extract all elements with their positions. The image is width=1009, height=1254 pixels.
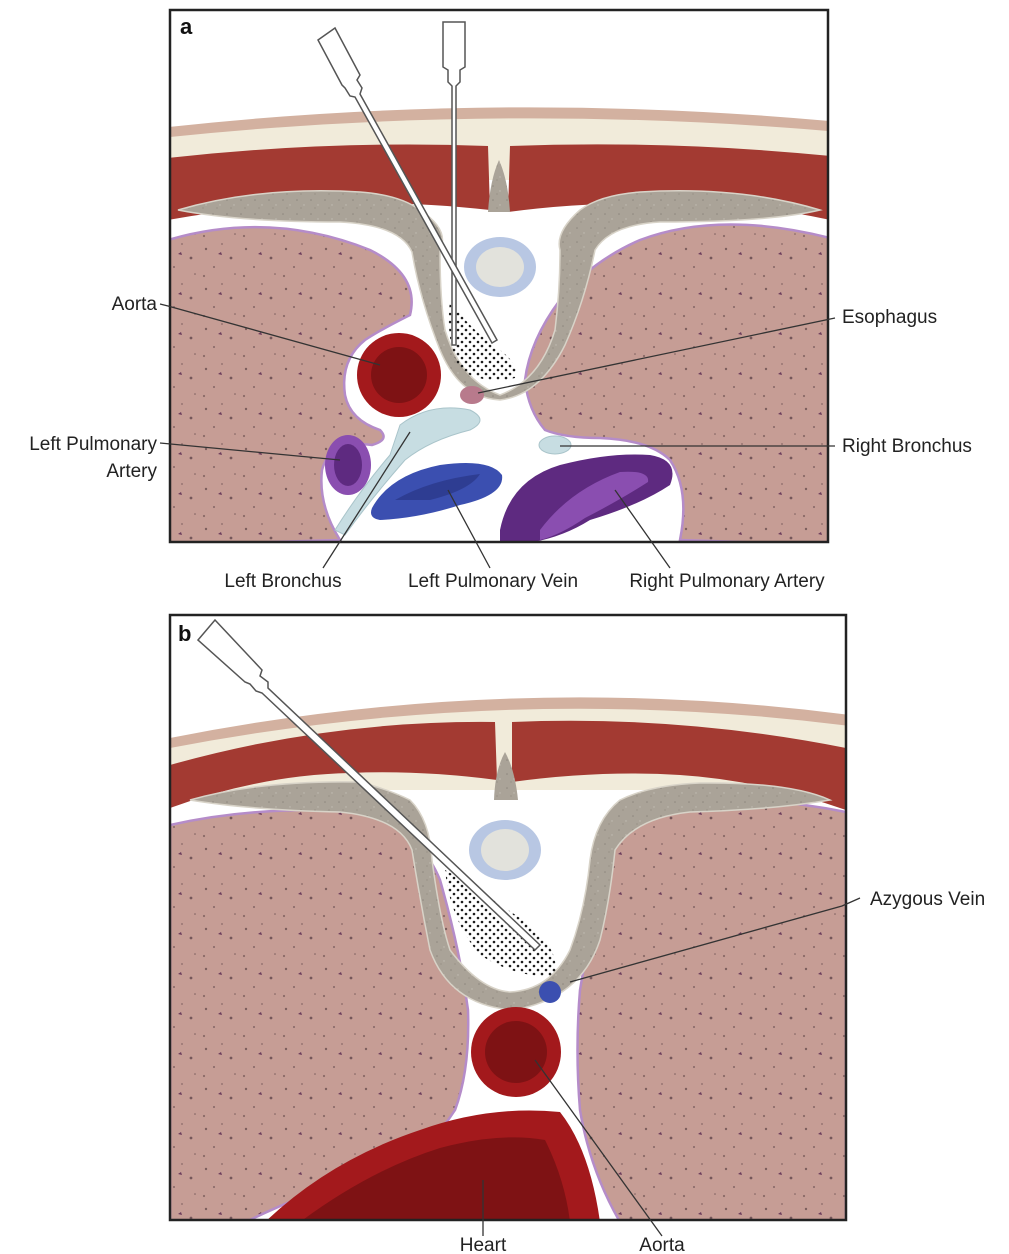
panel-a: a Aorta Esophagus Left Pulmonary Artery … bbox=[29, 10, 972, 592]
panel-a-letter: a bbox=[180, 14, 193, 39]
aorta-b-inner bbox=[485, 1021, 547, 1083]
right-bronchus bbox=[539, 436, 571, 454]
label-left-bronchus: Left Bronchus bbox=[224, 571, 341, 592]
label-heart: Heart bbox=[460, 1235, 507, 1254]
panel-b-letter: b bbox=[178, 621, 191, 646]
label-esophagus: Esophagus bbox=[842, 307, 937, 328]
azygous-vein bbox=[539, 981, 561, 1003]
panel-b: b Azygous Vein Heart Aorta bbox=[160, 615, 985, 1254]
esophagus bbox=[460, 386, 484, 404]
label-left-pulmonary-artery-2: Artery bbox=[106, 461, 157, 482]
label-aorta-b: Aorta bbox=[639, 1235, 685, 1254]
label-azygous-vein: Azygous Vein bbox=[870, 889, 985, 910]
label-right-bronchus: Right Bronchus bbox=[842, 436, 972, 457]
label-left-pulmonary-artery-1: Left Pulmonary bbox=[29, 434, 157, 455]
spinal-canal bbox=[476, 247, 524, 287]
label-aorta-a: Aorta bbox=[112, 294, 158, 315]
left-pulmonary-artery-inner bbox=[334, 444, 362, 486]
label-left-pulmonary-vein: Left Pulmonary Vein bbox=[408, 571, 578, 592]
right-lung-b bbox=[578, 799, 847, 1222]
label-right-pulmonary-artery: Right Pulmonary Artery bbox=[629, 571, 825, 592]
spinal-canal-b bbox=[481, 829, 529, 871]
aorta-a-inner bbox=[371, 347, 427, 403]
